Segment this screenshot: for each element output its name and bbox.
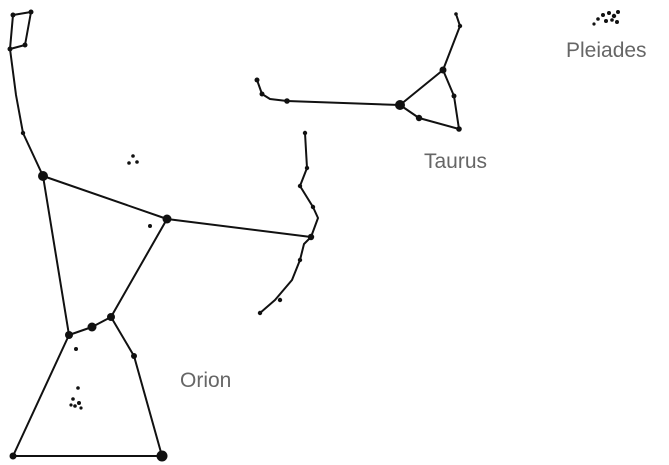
orion-star [131,353,137,359]
orion-right-body-line [111,219,167,317]
orion-star-saiph [10,453,17,460]
taurus-star [454,12,458,16]
taurus-star [440,67,447,74]
orion-club-line [10,12,31,49]
taurus-star [456,126,462,132]
orion-star-mintaka [107,313,115,321]
orion-shield-star [305,166,309,170]
orion-star-bellatrix [163,215,172,224]
taurus-star [452,94,457,99]
orion-shield-arm-line [167,219,311,237]
orion-star-alnitak [65,331,73,339]
orion-shield-star [258,311,262,315]
taurus-star [284,98,290,104]
taurus-star [260,92,265,97]
taurus-constellation [255,12,463,132]
orion-star-betelgeuse [38,171,48,181]
taurus-label: Taurus [424,150,487,173]
orion-arm-line [10,49,43,176]
orion-star [21,131,25,135]
orion-shield-star [311,205,315,209]
orion-shield-star [303,131,307,135]
orion-constellation [8,10,319,462]
orion-star [11,13,16,18]
orion-label: Orion [180,369,231,392]
pleiades-label: Pleiades [566,39,647,62]
orion-left-leg-line [13,335,69,456]
orion-shield-line [260,133,318,313]
orion-shield-star [278,298,282,302]
orion-right-leg-line [111,317,162,456]
orion-shield-star [298,258,302,262]
orion-star-rigel [157,451,168,462]
orion-star [8,47,13,52]
taurus-star [416,115,422,121]
taurus-horn-left-line [257,80,400,105]
meissa-star-cluster [127,154,139,165]
orion-shoulders-line [43,176,167,219]
orion-star [148,224,152,228]
pleiades-cluster [592,10,620,26]
orion-star [29,10,34,15]
orion-star [23,43,28,48]
orion-shield-star [298,184,302,188]
orion-star [74,347,78,351]
orion-sword-stars [69,386,82,409]
taurus-hyades-line [400,70,459,129]
taurus-star [255,78,260,83]
orion-left-body-line [43,176,69,335]
orion-star-alnilam [88,323,97,332]
taurus-star-aldebaran [395,100,405,110]
taurus-horn-right-line [443,14,460,70]
orion-shield-star [308,234,314,240]
taurus-star [458,24,462,28]
